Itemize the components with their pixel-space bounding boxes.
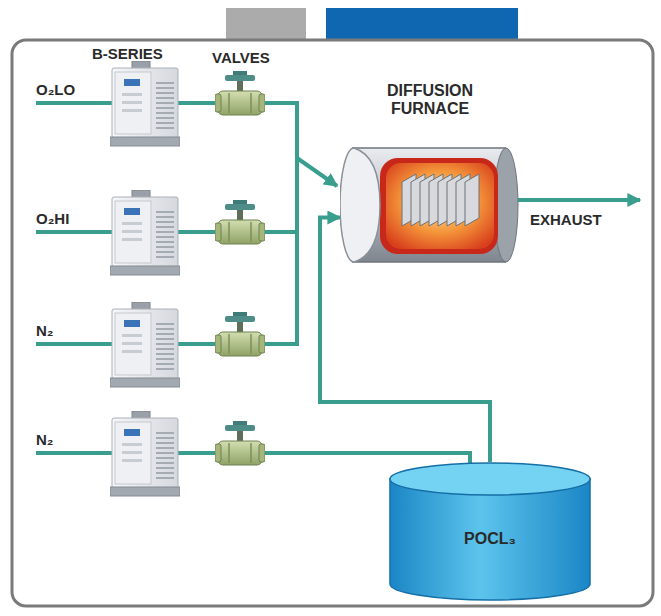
mass-flow-controller <box>110 190 180 275</box>
tank-node: POCL₃ <box>388 462 592 602</box>
gas-label: N₂ <box>36 323 54 340</box>
furnace-door <box>340 148 380 262</box>
gas-label: O₂HI <box>36 211 69 228</box>
valve-symbol <box>215 71 265 115</box>
tank-body <box>390 479 590 600</box>
gas-label: N₂ <box>36 432 54 449</box>
exhaust-line <box>518 198 640 202</box>
node-text: POCL₃ <box>400 530 580 548</box>
gas-line <box>297 158 337 186</box>
furnace-node: DIFFUSION FURNACE <box>340 78 520 264</box>
wafers <box>402 174 479 226</box>
mass-flow-controller <box>110 411 180 496</box>
valve-symbol <box>215 200 265 244</box>
tab-gray <box>226 8 306 40</box>
gas-label: O₂LO <box>36 82 75 99</box>
mass-flow-controller <box>110 61 180 146</box>
valve-symbol <box>215 421 265 465</box>
node-text: DIFFUSION FURNACE <box>370 82 490 119</box>
valves-label: VALVES <box>212 50 270 67</box>
furnace-chamber <box>386 163 494 249</box>
series-label: B-SERIES <box>92 46 163 63</box>
valve-symbol <box>215 312 265 356</box>
frame <box>12 40 653 606</box>
tank-top <box>390 463 590 495</box>
tab-blue <box>326 8 518 40</box>
furnace-wall <box>380 158 498 254</box>
mass-flow-controller <box>110 302 180 387</box>
exhaust-label: EXHAUST <box>530 212 602 229</box>
